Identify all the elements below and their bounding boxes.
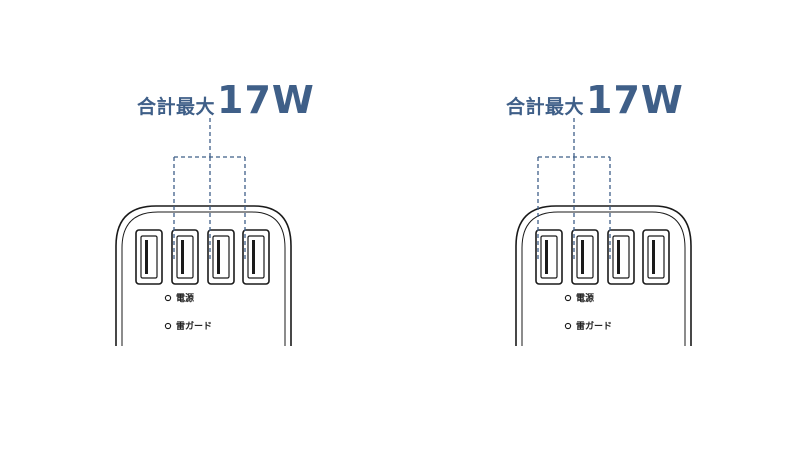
usb-port-1 bbox=[135, 229, 163, 285]
charger-outline-right bbox=[515, 118, 692, 346]
usb-port-inner-1 bbox=[140, 235, 158, 279]
usb-port-contact-3 bbox=[617, 240, 620, 274]
usb-port-inner-1 bbox=[540, 235, 558, 279]
usb-port-inner-2 bbox=[176, 235, 194, 279]
usb-port-4 bbox=[642, 229, 670, 285]
usb-port-contact-2 bbox=[181, 240, 184, 274]
usb-port-contact-2 bbox=[581, 240, 584, 274]
usb-port-contact-1 bbox=[545, 240, 548, 274]
usb-port-2 bbox=[571, 229, 599, 285]
power-led-icon bbox=[564, 294, 572, 302]
surge-guard-led-icon bbox=[564, 322, 572, 330]
usb-port-3 bbox=[607, 229, 635, 285]
usb-port-inner-4 bbox=[247, 235, 265, 279]
usb-port-inner-3 bbox=[212, 235, 230, 279]
surge-guard-led-icon bbox=[164, 322, 172, 330]
usb-port-inner-2 bbox=[576, 235, 594, 279]
charger-diagram-left: 合計最大 17W 電源 雷ガード bbox=[115, 78, 315, 346]
usb-port-3 bbox=[207, 229, 235, 285]
surge-guard-indicator-label: 雷ガード bbox=[576, 322, 613, 332]
usb-port-inner-3 bbox=[612, 235, 630, 279]
usb-port-4 bbox=[242, 229, 270, 285]
surge-guard-indicator-label: 雷ガード bbox=[176, 322, 213, 332]
total-wattage-caption-right: 合計最大 17W bbox=[506, 78, 684, 122]
total-wattage-caption-left: 合計最大 17W bbox=[137, 78, 315, 122]
charger-outline-left bbox=[115, 118, 292, 346]
usb-port-contact-4 bbox=[652, 240, 655, 274]
usb-port-contact-1 bbox=[145, 240, 148, 274]
power-indicator-label: 電源 bbox=[176, 294, 195, 304]
power-indicator-label: 電源 bbox=[576, 294, 595, 304]
usb-port-2 bbox=[171, 229, 199, 285]
caption-wattage-value: 17W bbox=[217, 78, 315, 122]
usb-port-inner-4 bbox=[647, 235, 665, 279]
usb-port-contact-3 bbox=[217, 240, 220, 274]
caption-prefix: 合計最大 bbox=[506, 96, 585, 118]
caption-prefix: 合計最大 bbox=[137, 96, 216, 118]
charger-diagram-right: 合計最大 17W 電源 雷ガード bbox=[400, 0, 800, 450]
usb-port-1 bbox=[535, 229, 563, 285]
caption-wattage-value: 17W bbox=[586, 78, 684, 122]
usb-port-contact-4 bbox=[252, 240, 255, 274]
power-led-icon bbox=[164, 294, 172, 302]
